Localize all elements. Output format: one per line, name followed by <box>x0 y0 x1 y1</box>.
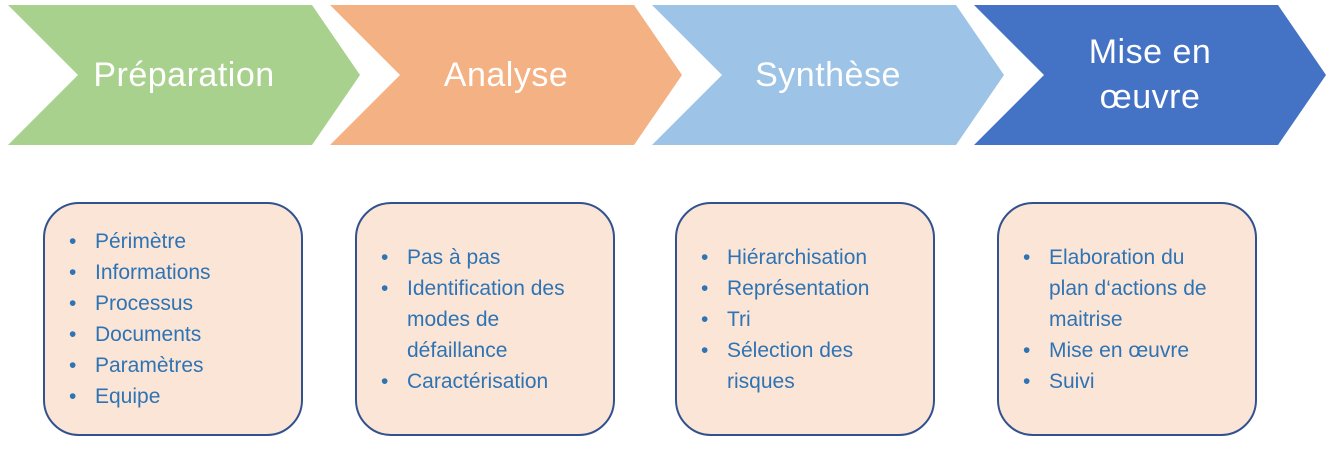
stage-detail-box-preparation: PérimètreInformationsProcessusDocumentsP… <box>43 202 303 436</box>
list-item: Equipe <box>65 381 293 412</box>
list-item: Elaboration du plan d‘actions de maitris… <box>1019 242 1247 335</box>
stage-chevron-synthese: Synthèse <box>652 5 1004 145</box>
list-item: Processus <box>65 288 293 319</box>
list-item: Mise en œuvre <box>1019 335 1247 366</box>
list-item: Documents <box>65 319 293 350</box>
stage-item-list-mise-en-oeuvre: Elaboration du plan d‘actions de maitris… <box>1019 242 1247 397</box>
list-item: Représentation <box>697 273 925 304</box>
list-item: Caractérisation <box>377 366 605 397</box>
list-item: Tri <box>697 304 925 335</box>
stage-detail-box-mise-en-oeuvre: Elaboration du plan d‘actions de maitris… <box>997 202 1257 436</box>
stage-item-list-analyse: Pas à pasIdentification des modes de déf… <box>377 242 605 397</box>
stage-label-analyse: Analyse <box>443 55 569 94</box>
list-item: Paramètres <box>65 350 293 381</box>
stage-item-list-preparation: PérimètreInformationsProcessusDocumentsP… <box>65 226 293 412</box>
list-item: Périmètre <box>65 226 293 257</box>
list-item: Identification des modes de défaillance <box>377 273 605 366</box>
list-item: Sélection des risques <box>697 335 925 397</box>
stage-item-list-synthese: HiérarchisationReprésentationTriSélectio… <box>697 242 925 397</box>
stage-chevron-mise-en-oeuvre: Mise en œuvre <box>974 5 1326 145</box>
stage-label-preparation: Préparation <box>93 55 275 94</box>
list-item: Suivi <box>1019 366 1247 397</box>
stage-chevron-analyse: Analyse <box>330 5 682 145</box>
list-item: Informations <box>65 257 293 288</box>
stage-label-mise-en-oeuvre: Mise en œuvre <box>1088 33 1212 116</box>
stage-detail-box-analyse: Pas à pasIdentification des modes de déf… <box>355 202 615 436</box>
stage-label-synthese: Synthèse <box>755 55 901 94</box>
stage-detail-box-synthese: HiérarchisationReprésentationTriSélectio… <box>675 202 935 436</box>
stage-chevron-preparation: Préparation <box>8 5 360 145</box>
list-item: Hiérarchisation <box>697 242 925 273</box>
list-item: Pas à pas <box>377 242 605 273</box>
